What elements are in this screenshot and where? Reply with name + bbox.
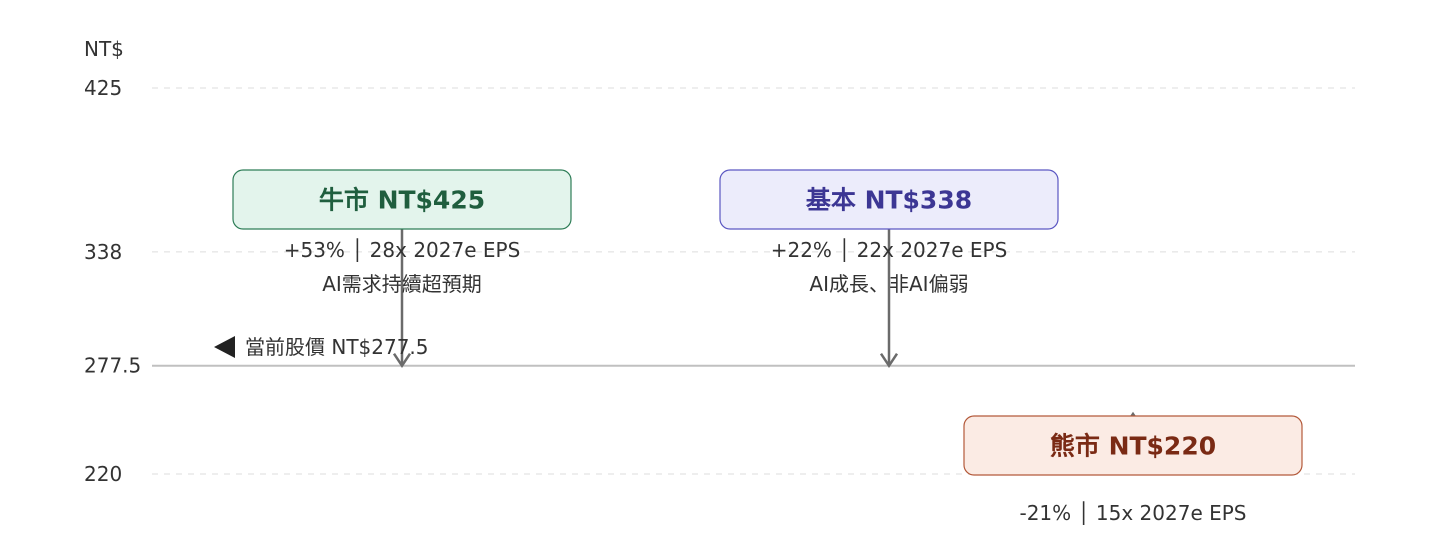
scenario-title: 牛市 NT$425 [319, 186, 485, 215]
scenario-title: 熊市 NT$220 [1050, 432, 1216, 461]
scenario-box [719, 169, 1059, 230]
scenario-detail: +53% │ 28x 2027e EPS [284, 238, 521, 262]
scenario-bear: 熊市 NT$220 -21% │ 15x 2027e EPS [963, 415, 1303, 525]
y-tick-label: 338 [84, 240, 122, 264]
y-tick-label: 277.5 [84, 354, 141, 378]
scenario-driver: AI需求持續超預期 [322, 272, 482, 296]
scenario-box [963, 415, 1303, 476]
current-price-label: 當前股價 NT$277.5 [245, 335, 429, 359]
scenario-title: 基本 NT$338 [806, 186, 972, 215]
scenario-detail: -21% │ 15x 2027e EPS [1019, 501, 1246, 525]
scenario-box [232, 169, 572, 230]
scenario-detail: +22% │ 22x 2027e EPS [771, 238, 1008, 262]
current-price-arrow-icon [214, 336, 235, 358]
scenario-box-layer: 牛市 NT$425 +53% │ 28x 2027e EPS AI需求持續超預期 基本… [232, 169, 1303, 525]
arrowhead-icon [879, 353, 899, 368]
y-tick-label: 425 [84, 76, 122, 100]
arrowhead-icon [392, 353, 412, 368]
current-price-marker: 當前股價 NT$277.5 [214, 335, 429, 359]
y-axis-unit-label: NT$ [84, 37, 124, 61]
y-tick-label: 220 [84, 462, 122, 486]
scenario-bull: 牛市 NT$425 +53% │ 28x 2027e EPS AI需求持續超預期 [232, 169, 572, 296]
scenario-driver: AI成長、非AI偏弱 [809, 272, 968, 296]
grid-layer: 425 338 277.5 220 [84, 76, 1355, 486]
scenario-base: 基本 NT$338 +22% │ 22x 2027e EPS AI成長、非AI偏弱 [719, 169, 1059, 296]
